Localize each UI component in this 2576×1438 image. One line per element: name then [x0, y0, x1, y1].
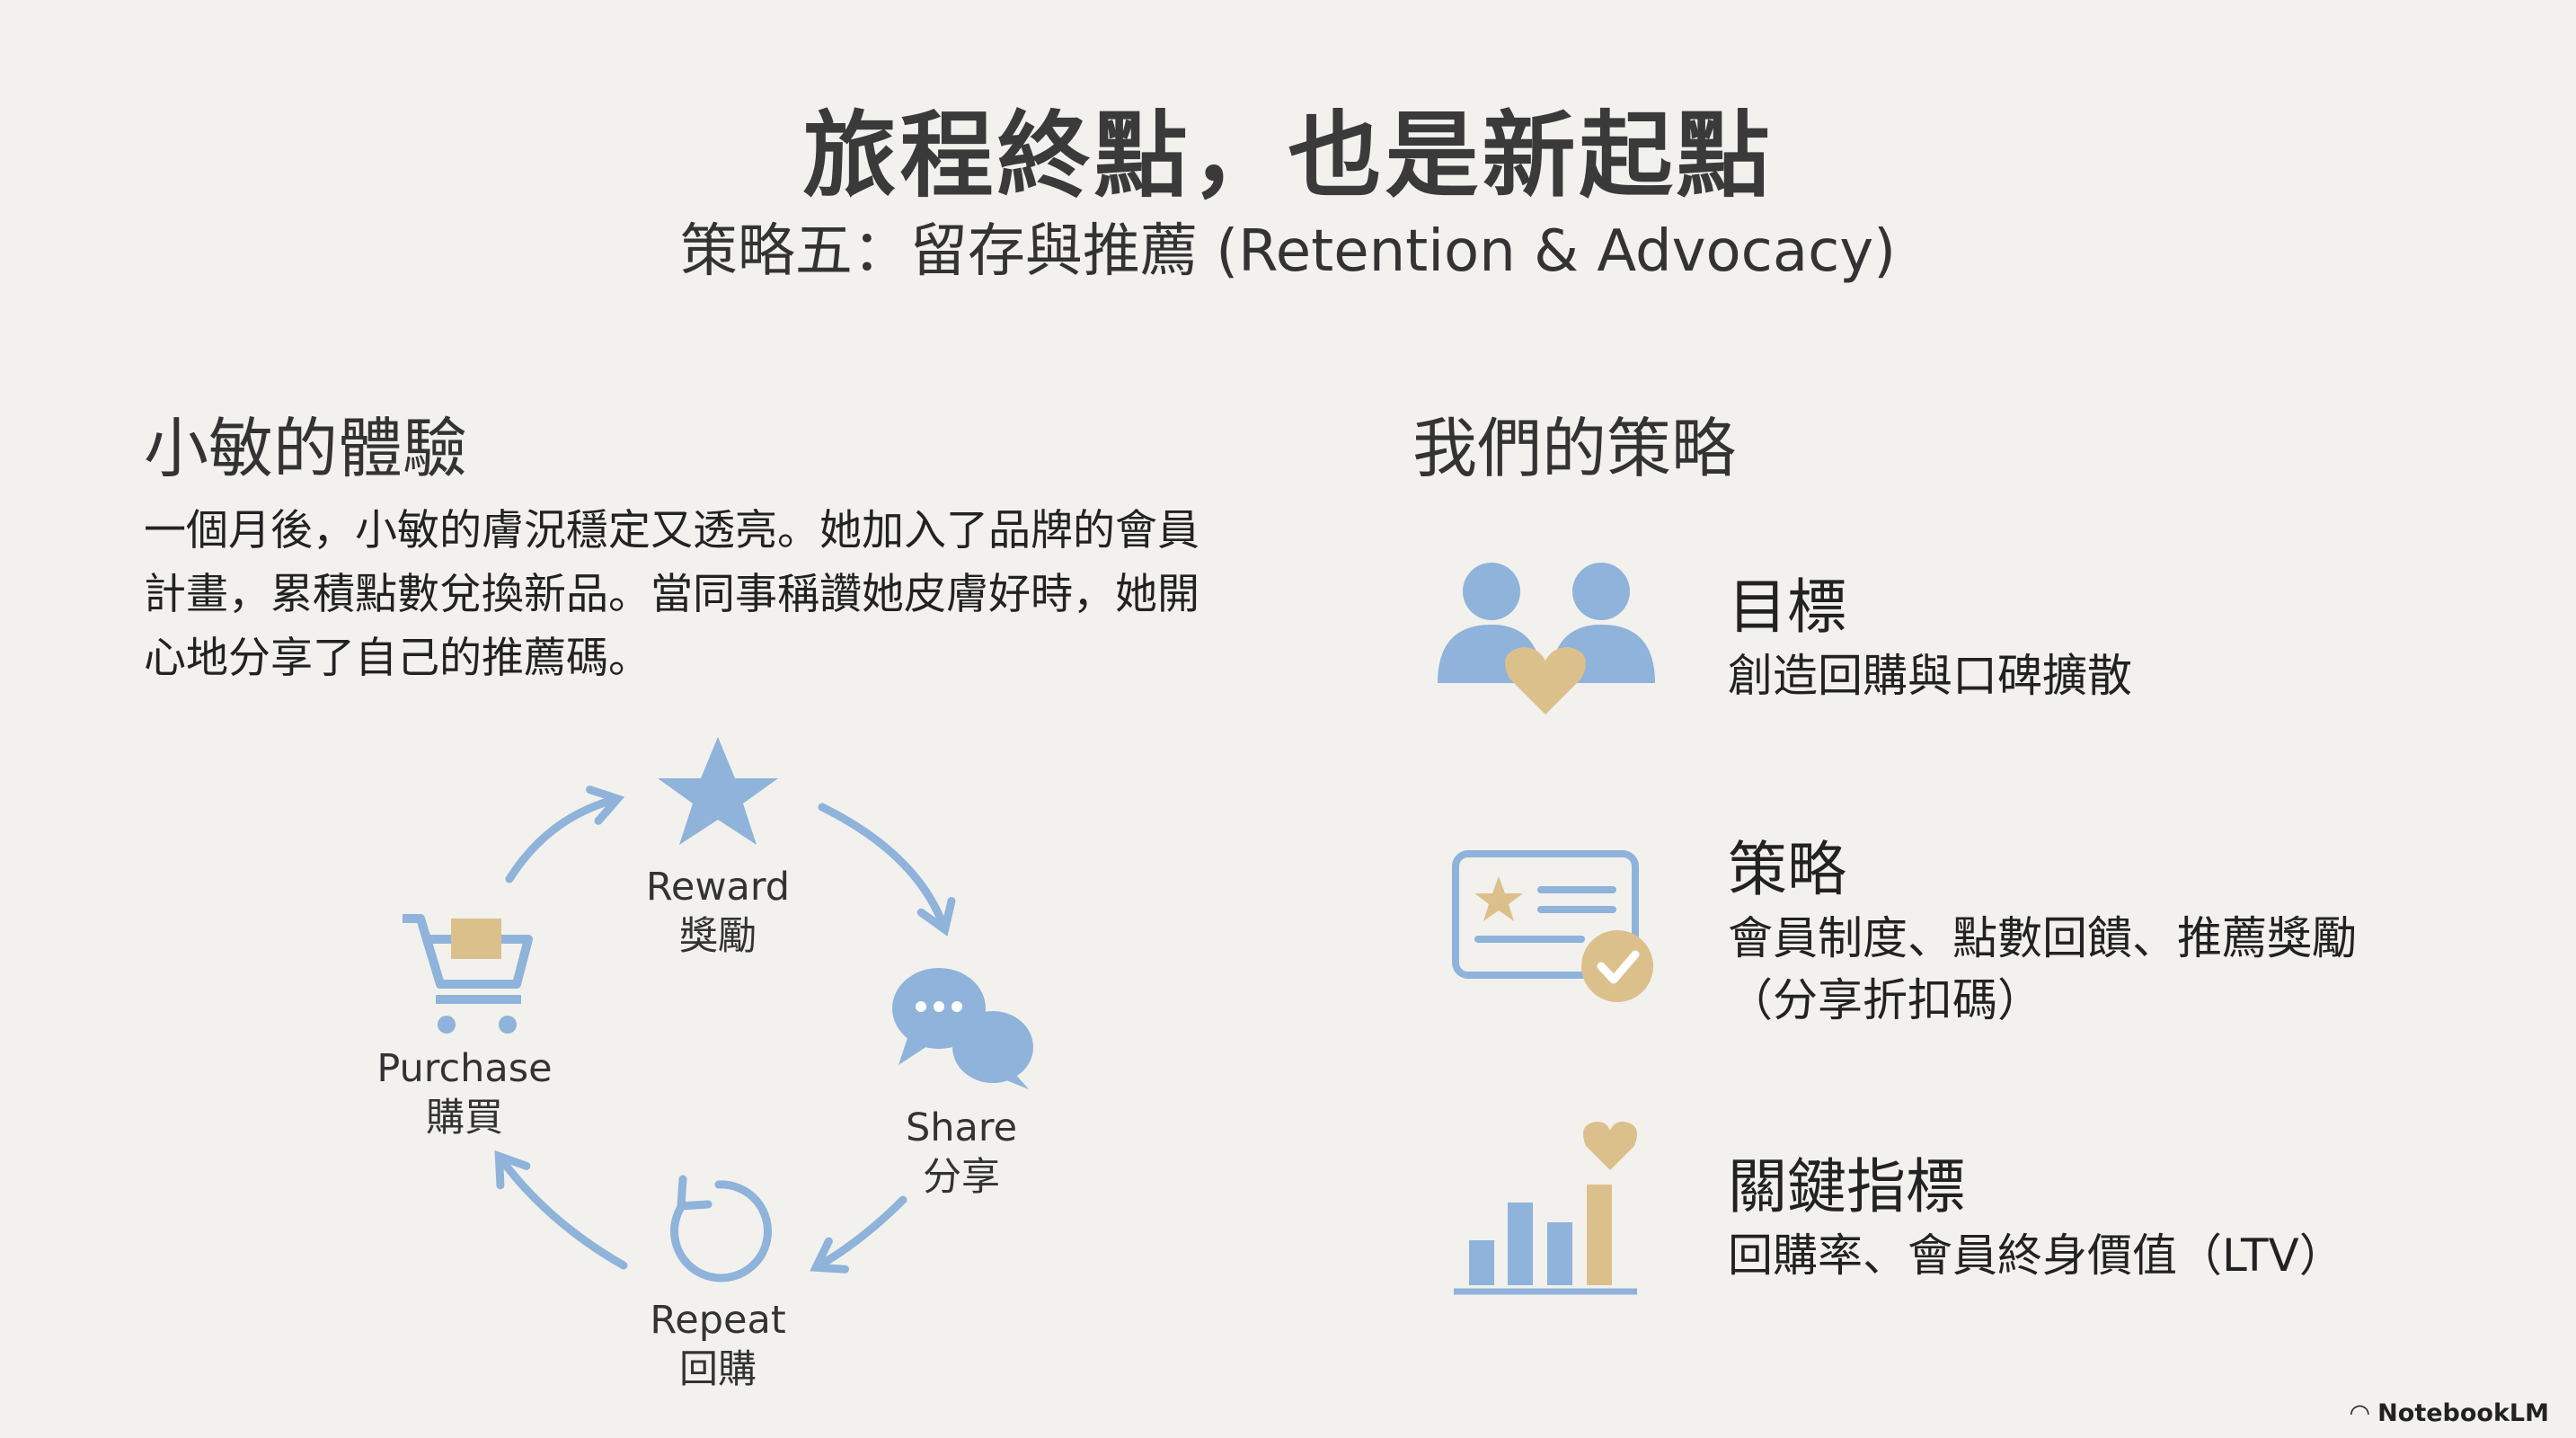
strategy-item-kpi: 關鍵指標 回購率、會員終身價值（LTV） — [1728, 1139, 2447, 1287]
item-title: 目標 — [1728, 573, 1846, 642]
cart-icon — [403, 914, 533, 1034]
item-desc: 回購率、會員終身價值（LTV） — [1728, 1229, 2344, 1282]
member-card-icon — [1452, 850, 1653, 1002]
cycle-label-zh: 分享 — [923, 1155, 1000, 1200]
refresh-icon — [670, 1175, 773, 1283]
cycle-label-zh: 回購 — [679, 1347, 757, 1392]
cycle-step-share: Share 分享 — [845, 1104, 1078, 1203]
star-icon — [658, 737, 778, 845]
cycle-step-purchase: Purchase 購買 — [348, 1044, 581, 1143]
brand-label: NotebookLM — [2377, 1399, 2549, 1427]
experience-paragraph: 一個月後，小敏的膚況穩定又透亮。她加入了品牌的會員計畫，累積點數兌換新品。當同事… — [144, 506, 1199, 683]
arrow-purchase-to-reward — [505, 786, 625, 883]
arrow-repeat-to-purchase — [494, 1150, 628, 1270]
item-title: 關鍵指標 — [1728, 1152, 1965, 1221]
cycle-label-zh: 獎勵 — [679, 914, 757, 959]
notebooklm-brand: ◠ NotebookLM — [2350, 1399, 2549, 1427]
chat-bubbles-icon — [892, 968, 1033, 1089]
cycle-label-zh: 購買 — [426, 1096, 503, 1141]
strategy-heading: 我們的策略 — [1412, 411, 1737, 486]
people-heart-icon — [1438, 563, 1655, 715]
page-subtitle: 策略五：留存與推薦 (Retention & Advocacy) — [679, 218, 1897, 285]
strategy-item-strategy: 策略 會員制度、點數回饋、推薦獎勵（分享折扣碼） — [1728, 821, 2411, 1032]
cycle-label-en: Reward — [645, 865, 791, 910]
experience-heading: 小敏的體驗 — [144, 411, 468, 486]
arrow-reward-to-share — [818, 803, 956, 936]
item-title: 策略 — [1728, 835, 1846, 904]
page-title: 旅程終點，也是新起點 — [802, 100, 1774, 210]
item-desc: 會員制度、點數回饋、推薦獎勵（分享折扣碼） — [1728, 912, 2357, 1026]
cycle-label-en: Purchase — [376, 1046, 553, 1091]
strategy-item-goal: 目標 創造回購與口碑擴散 — [1728, 559, 2447, 707]
cycle-label-en: Share — [905, 1105, 1018, 1150]
notebooklm-logo-icon: ◠ — [2350, 1399, 2378, 1427]
item-desc: 創造回購與口碑擴散 — [1728, 650, 2132, 702]
arrow-share-to-repeat — [810, 1195, 907, 1274]
bar-chart-heart-icon — [1454, 1122, 1638, 1295]
cycle-label-en: Repeat — [650, 1298, 786, 1343]
